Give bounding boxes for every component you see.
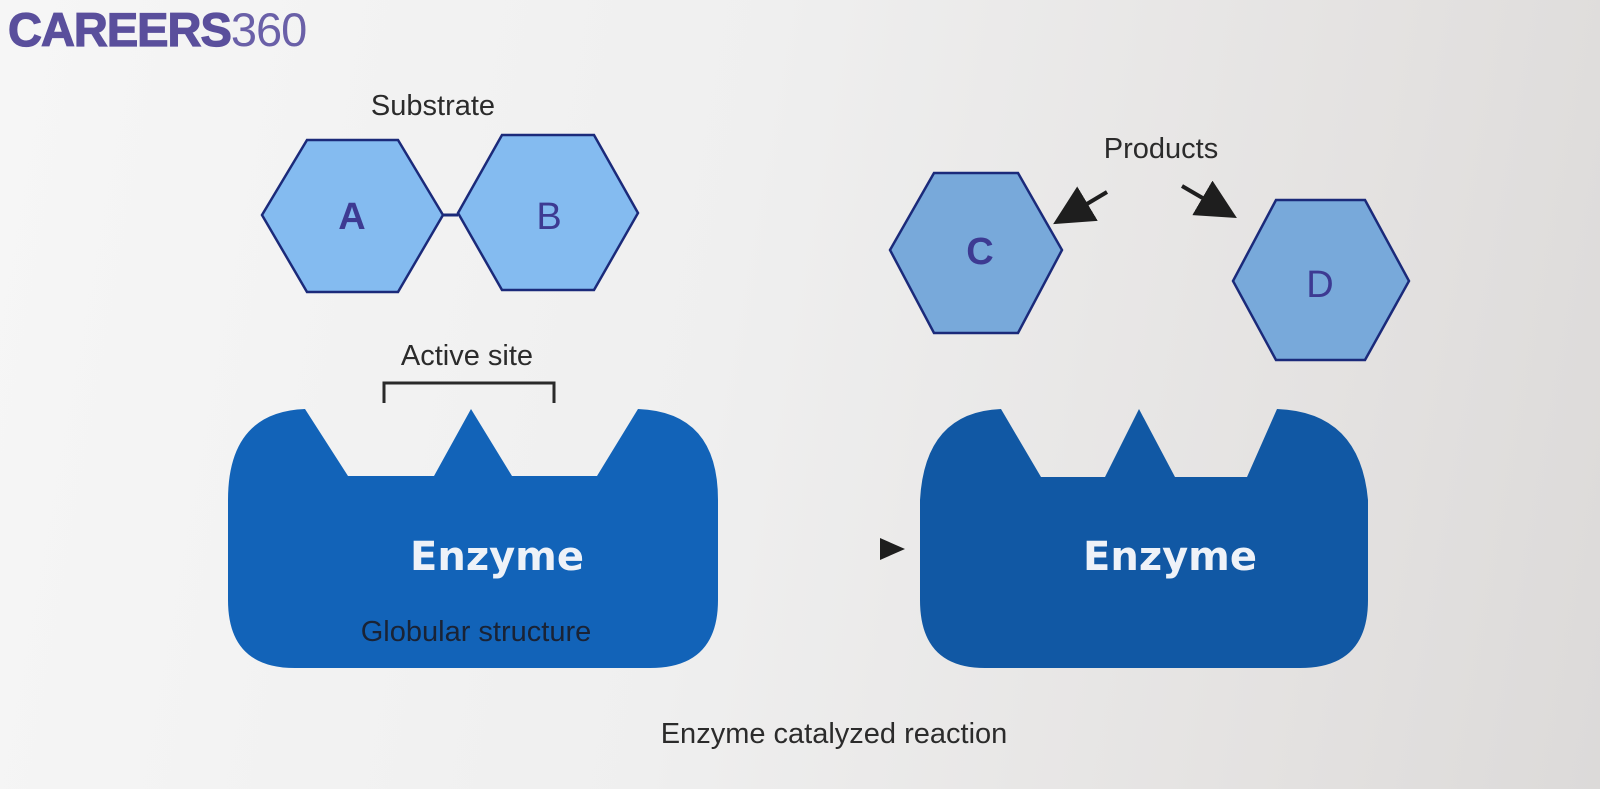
active-site-label: Active site bbox=[401, 340, 533, 372]
product-d-hexagon bbox=[1231, 198, 1411, 362]
arrow-to-c bbox=[1053, 186, 1109, 225]
products-label: Products bbox=[1104, 133, 1218, 165]
globular-structure-label: Globular structure bbox=[361, 616, 592, 648]
substrate-a-hexagon bbox=[260, 138, 445, 294]
substrate-b-label: B bbox=[536, 196, 561, 238]
product-c-label: C bbox=[966, 231, 993, 273]
substrate-label: Substrate bbox=[371, 90, 495, 122]
substrate-b-hexagon bbox=[456, 133, 640, 292]
enzyme-after-shape bbox=[920, 409, 1368, 668]
product-c-hexagon bbox=[888, 171, 1064, 335]
logo-light-text: 360 bbox=[230, 3, 307, 56]
enzyme-before-label: Enzyme bbox=[410, 534, 584, 580]
careers360-logo: CAREERS360 bbox=[7, 3, 307, 56]
reaction-arrow-head bbox=[880, 538, 905, 560]
enzyme-before-shape bbox=[228, 409, 718, 668]
logo-bold-text: CAREERS bbox=[7, 3, 232, 56]
diagram-caption: Enzyme catalyzed reaction bbox=[661, 718, 1008, 750]
active-site-bracket bbox=[382, 381, 556, 403]
product-d-label: D bbox=[1306, 264, 1333, 306]
arrow-to-d bbox=[1180, 180, 1237, 219]
enzyme-after-label: Enzyme bbox=[1083, 534, 1257, 580]
substrate-a-label: A bbox=[338, 196, 365, 238]
